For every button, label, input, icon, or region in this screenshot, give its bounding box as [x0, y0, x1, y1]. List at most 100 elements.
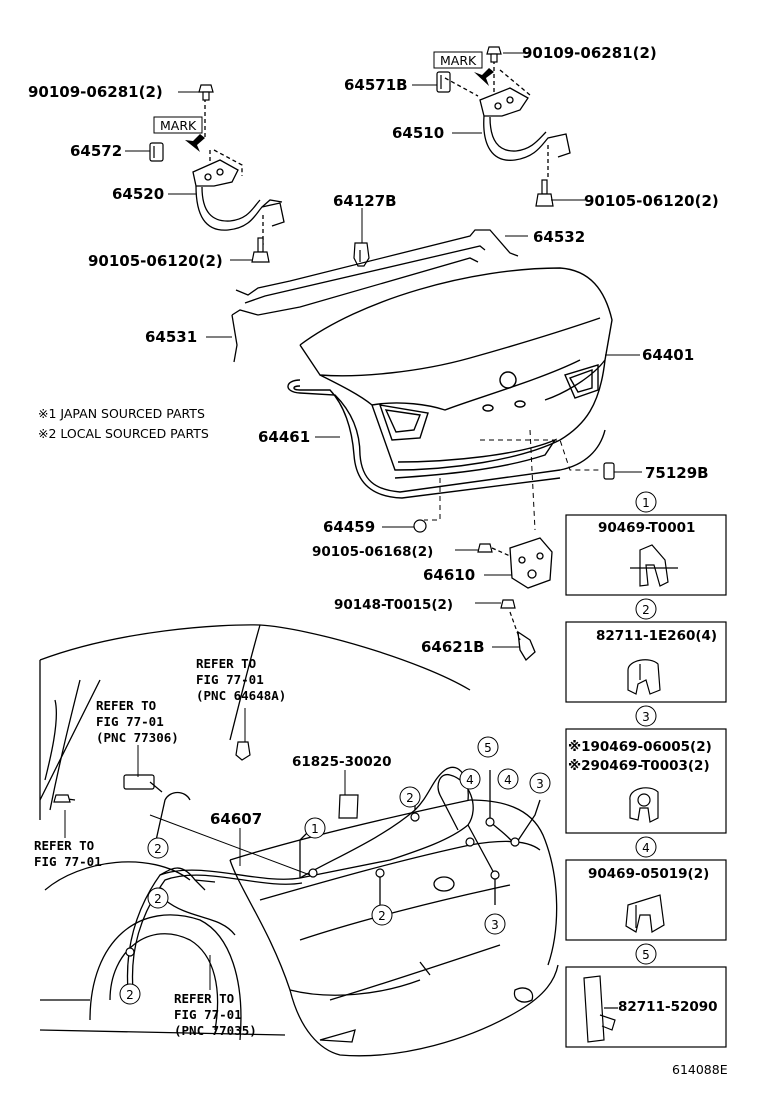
clip-64571B	[436, 71, 451, 93]
note-japan: ※1 JAPAN SOURCED PARTS	[38, 406, 205, 421]
callout-2-d: 2	[126, 988, 134, 1002]
legend-num-5: 5	[642, 948, 650, 962]
ref-far-left-line2: FIG 77-01	[34, 854, 102, 869]
cushion-64459	[413, 519, 427, 533]
legend-num-4: 4	[642, 841, 650, 855]
ref-block-left: REFER TO FIG 77-01 (PNC 77306)	[96, 698, 179, 745]
car-body	[39, 624, 559, 1057]
label-64461: 64461	[258, 428, 310, 446]
callout-4-a: 4	[466, 773, 474, 787]
ref-bottom-line3: (PNC 77035)	[174, 1023, 257, 1038]
mark-arrow-left	[185, 134, 205, 152]
callout-3-a: 3	[536, 777, 544, 791]
leader-lines	[64, 52, 642, 990]
label-64572: 64572	[70, 142, 122, 160]
hinge-right	[444, 60, 571, 180]
hinge-left	[192, 98, 285, 245]
mark-label-right: MARK	[440, 53, 477, 68]
bolt-right-top	[486, 46, 502, 63]
clip-icon-4	[625, 894, 665, 933]
grommet-75129B	[603, 462, 615, 480]
bolt-far-left	[53, 794, 71, 803]
clip-icon-2	[627, 659, 661, 695]
label-64510: 64510	[392, 124, 444, 142]
label-64520: 64520	[112, 185, 164, 203]
callout-2-c: 2	[154, 892, 162, 906]
label-90105-right: 90105-06120(2)	[584, 192, 719, 210]
callout-1: 1	[311, 822, 319, 836]
diagram-id: 614088E	[672, 1062, 728, 1077]
mark-box-left: MARK	[153, 116, 203, 134]
legend-part-1: 90469-T0001	[598, 520, 695, 536]
legend-num-2: 2	[642, 603, 650, 617]
callout-2-b: 2	[154, 842, 162, 856]
callout-texts: 1 2 5 4 4 3 2 2 2 2 3	[126, 741, 544, 1002]
legend-part-3a: ※190469-06005(2)	[568, 739, 712, 755]
callout-2-e: 2	[378, 909, 386, 923]
legend-part-4: 90469-05019(2)	[588, 866, 709, 882]
callouts	[119, 736, 551, 1005]
hidden-lines-lid	[424, 429, 600, 531]
callout-3-b: 3	[491, 918, 499, 932]
legend-part-2: 82711-1E260(4)	[596, 628, 717, 644]
mark-arrow-right	[474, 68, 494, 86]
ref-bottom-line2: FIG 77-01	[174, 1007, 242, 1022]
clip-64127B	[353, 242, 370, 267]
bolt-right-bottom	[535, 179, 554, 207]
ref-left-line2: FIG 77-01	[96, 714, 164, 729]
clip-64648A	[235, 741, 251, 761]
label-64607: 64607	[210, 810, 262, 828]
legend-box-3	[565, 728, 727, 834]
torsion-bars	[231, 229, 519, 363]
ref-left-line1: REFER TO	[96, 698, 156, 713]
legend-box-1	[565, 514, 727, 596]
pad-61825	[338, 794, 359, 819]
ref-block-far-left: REFER TO FIG 77-01	[34, 838, 102, 869]
label-64571B: 64571B	[344, 76, 408, 94]
weatherstrip-64461	[287, 379, 606, 499]
legend-part-3b: ※290469-T0003(2)	[568, 758, 710, 774]
label-90109-right: 90109-06281(2)	[522, 44, 657, 62]
legend-num-1: 1	[642, 496, 650, 510]
trunk-lid	[299, 267, 613, 479]
ref-block-bottom: REFER TO FIG 77-01 (PNC 77035)	[174, 991, 257, 1038]
callout-4-b: 4	[504, 773, 512, 787]
label-61825: 61825-30020	[292, 754, 392, 770]
ref-far-left-line1: REFER TO	[34, 838, 94, 853]
striker-64621B	[517, 630, 536, 662]
ref-top-line3: (PNC 64648A)	[196, 688, 286, 703]
label-90148: 90148-T0015(2)	[334, 597, 453, 613]
label-64610: 64610	[423, 566, 475, 584]
bolt-90148	[500, 599, 521, 641]
label-64531: 64531	[145, 328, 197, 346]
mark-box-right: MARK	[433, 51, 483, 69]
label-64401: 64401	[642, 346, 694, 364]
ref-left-line3: (PNC 77306)	[96, 730, 179, 745]
note-local: ※2 LOCAL SOURCED PARTS	[38, 426, 209, 441]
callout-2-a: 2	[406, 791, 414, 805]
clip-icon-3	[629, 787, 659, 823]
label-75129B: 75129B	[645, 464, 709, 482]
legend-panel: 1 90469-T0001 2 82711-1E260(4) 3 ※190469…	[565, 491, 727, 1048]
clip-icon-5	[583, 975, 618, 1043]
clip-icon-1	[630, 544, 678, 587]
ref-block-top: REFER TO FIG 77-01 (PNC 64648A)	[196, 656, 286, 703]
mark-label-left: MARK	[160, 118, 197, 133]
lock-64610	[491, 537, 553, 589]
callout-5: 5	[484, 741, 492, 755]
label-90109-left: 90109-06281(2)	[28, 83, 163, 101]
clip-64572	[149, 142, 164, 162]
ref-top-line1: REFER TO	[196, 656, 256, 671]
ref-top-line2: FIG 77-01	[196, 672, 264, 687]
legend-box-5	[565, 966, 727, 1048]
label-64621B: 64621B	[421, 638, 485, 656]
label-64127B: 64127B	[333, 192, 397, 210]
legend-part-5: 82711-52090	[618, 999, 718, 1015]
label-90105-left: 90105-06120(2)	[88, 252, 223, 270]
legend-num-3: 3	[642, 710, 650, 724]
label-64532: 64532	[533, 228, 585, 246]
bolt-left-top	[198, 84, 214, 101]
ref-bottom-line1: REFER TO	[174, 991, 234, 1006]
